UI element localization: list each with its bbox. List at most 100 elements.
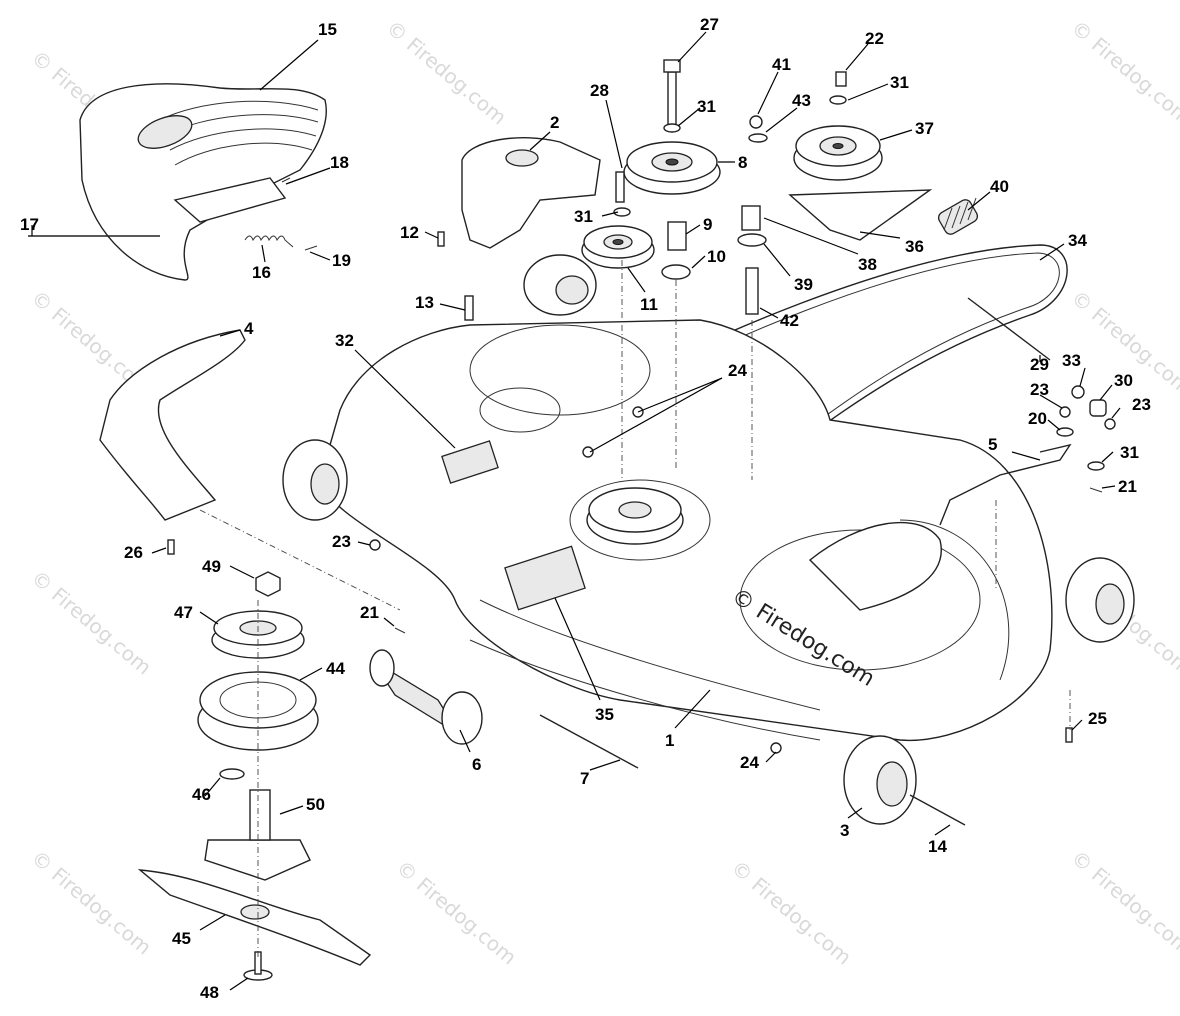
bolt-28 bbox=[615, 171, 625, 203]
pin-42 bbox=[745, 267, 759, 315]
alignment-lines bbox=[199, 260, 1071, 960]
spindle-assembly bbox=[137, 571, 372, 981]
callout-47: 47 bbox=[174, 603, 193, 622]
callout-23: 23 bbox=[1132, 395, 1151, 414]
callout-43: 43 bbox=[792, 91, 811, 110]
watermark: © Firedog.com bbox=[382, 15, 511, 129]
washer-10 bbox=[661, 264, 691, 280]
callout-24: 24 bbox=[728, 361, 747, 380]
watermark: © Firedog.com bbox=[392, 855, 521, 969]
bracket-32 bbox=[441, 440, 499, 484]
bolt-27 bbox=[667, 71, 677, 131]
spacer-38 bbox=[741, 205, 761, 231]
callout-31: 31 bbox=[890, 73, 909, 92]
callout-37: 37 bbox=[915, 119, 934, 138]
baffle bbox=[99, 329, 246, 521]
rod-7 bbox=[539, 714, 639, 769]
callout-25: 25 bbox=[1088, 709, 1107, 728]
spindle-pulley bbox=[586, 487, 684, 545]
gauge-wheel-top bbox=[523, 254, 597, 316]
callout-22: 22 bbox=[865, 29, 884, 48]
callout-30: 30 bbox=[1114, 371, 1133, 390]
rod-29 bbox=[967, 297, 1051, 361]
deck-decal bbox=[504, 545, 586, 611]
idler-pulley-8 bbox=[623, 141, 721, 195]
watermark: © Firedog.com bbox=[1067, 845, 1180, 959]
callout-9: 9 bbox=[703, 215, 712, 234]
callout-26: 26 bbox=[124, 543, 143, 562]
callout-10: 10 bbox=[707, 247, 726, 266]
callout-6: 6 bbox=[472, 755, 481, 774]
axle-bolt bbox=[909, 794, 966, 826]
callout-28: 28 bbox=[590, 81, 609, 100]
idler-pulley-11 bbox=[581, 225, 655, 269]
callout-4: 4 bbox=[244, 319, 254, 338]
gauge-wheel-left bbox=[282, 439, 348, 521]
leader-lines bbox=[31, 31, 1121, 991]
washer-39 bbox=[737, 233, 767, 247]
idler-spring bbox=[937, 197, 979, 235]
watermark: © Firedog.com bbox=[27, 565, 156, 679]
callout-40: 40 bbox=[990, 177, 1009, 196]
callout-39: 39 bbox=[794, 275, 813, 294]
callout-19: 19 bbox=[332, 251, 351, 270]
callout-20: 20 bbox=[1028, 409, 1047, 428]
bolt-22 bbox=[835, 71, 847, 87]
discharge-chute bbox=[79, 83, 327, 281]
belt-cover bbox=[461, 137, 601, 249]
watermark: © Firedog.com bbox=[727, 855, 856, 969]
callout-33: 33 bbox=[1062, 351, 1081, 370]
callout-21: 21 bbox=[360, 603, 379, 622]
callout-41: 41 bbox=[772, 55, 791, 74]
callout-3: 3 bbox=[840, 821, 849, 840]
callout-50: 50 bbox=[306, 795, 325, 814]
callout-35: 35 bbox=[595, 705, 614, 724]
callout-29: 29 bbox=[1030, 355, 1049, 374]
gauge-wheel-3 bbox=[843, 735, 917, 825]
callout-18: 18 bbox=[330, 153, 349, 172]
callout-12: 12 bbox=[400, 223, 419, 242]
chute-spring bbox=[244, 235, 294, 248]
callout-49: 49 bbox=[202, 557, 221, 576]
idler-pulley-37 bbox=[793, 125, 883, 181]
spacer-9 bbox=[667, 221, 687, 251]
lift-link bbox=[939, 443, 1072, 526]
callout-16: 16 bbox=[252, 263, 271, 282]
callout-14: 14 bbox=[928, 837, 947, 856]
callout-32: 32 bbox=[335, 331, 354, 350]
callout-11: 11 bbox=[640, 295, 658, 314]
callout-38: 38 bbox=[858, 255, 877, 274]
callout-7: 7 bbox=[580, 769, 589, 788]
fasteners bbox=[167, 95, 1116, 754]
deck-housing bbox=[319, 319, 1053, 742]
callout-5: 5 bbox=[988, 435, 997, 454]
callout-1: 1 bbox=[665, 731, 674, 750]
callout-45: 45 bbox=[172, 929, 191, 948]
watermark: © Firedog.com bbox=[27, 845, 156, 959]
belt-guard bbox=[808, 521, 942, 611]
callout-42: 42 bbox=[780, 311, 799, 330]
callout-layer: 15 18 17 16 19 2 28 27 31 8 31 9 10 11 1… bbox=[20, 15, 1151, 1002]
callout-17: 17 bbox=[20, 215, 39, 234]
gauge-wheel-right bbox=[1065, 557, 1135, 643]
callout-2: 2 bbox=[550, 113, 559, 132]
callout-36: 36 bbox=[905, 237, 924, 256]
callout-15: 15 bbox=[318, 20, 337, 39]
callout-48: 48 bbox=[200, 983, 219, 1002]
callout-24: 24 bbox=[740, 753, 759, 772]
callout-34: 34 bbox=[1068, 231, 1087, 250]
callout-31: 31 bbox=[574, 207, 593, 226]
callout-21: 21 bbox=[1118, 477, 1137, 496]
callout-13: 13 bbox=[415, 293, 434, 312]
watermark: © Firedog.com bbox=[1067, 15, 1180, 129]
callout-46: 46 bbox=[192, 785, 211, 804]
deck-roller bbox=[369, 649, 483, 745]
callout-27: 27 bbox=[700, 15, 719, 34]
callout-23: 23 bbox=[332, 532, 351, 551]
callout-31: 31 bbox=[697, 97, 716, 116]
callout-44: 44 bbox=[326, 659, 345, 678]
callout-8: 8 bbox=[738, 153, 747, 172]
idler-arm bbox=[788, 189, 933, 241]
